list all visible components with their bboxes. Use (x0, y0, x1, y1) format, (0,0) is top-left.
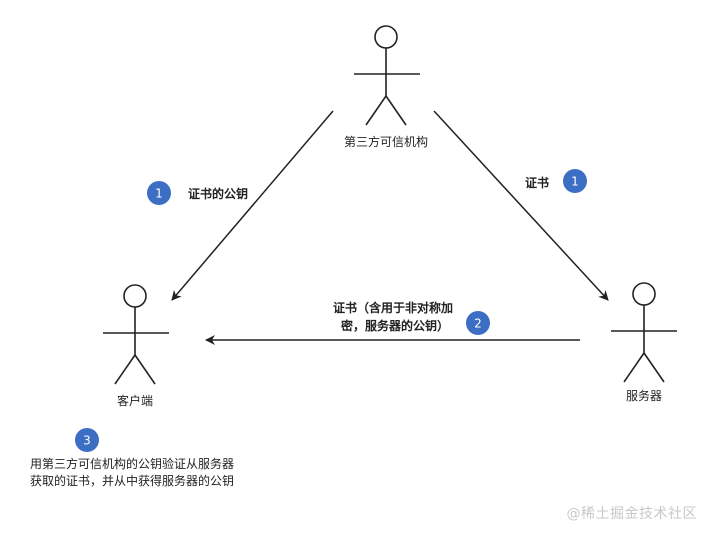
badge-ca-to-server: 1 (563, 169, 587, 193)
badge-server-to-client: 2 (466, 311, 490, 335)
actor-server (611, 282, 677, 383)
badge-number: 3 (83, 434, 91, 448)
badge-ca-to-client: 1 (147, 181, 171, 205)
actor-leg-left (365, 95, 387, 126)
note-line-1: 用第三方可信机构的公钥验证从服务器 (30, 456, 234, 471)
watermark: @稀土掘金技术社区 (566, 506, 697, 522)
actor-leg-right (385, 95, 407, 126)
actor-head (632, 282, 656, 306)
badge-number: 1 (155, 187, 163, 201)
actor-client (103, 284, 169, 385)
edge-label-server-to-client-line1: 证书（含用于非对称加 (333, 300, 453, 315)
actor-leg-left (623, 352, 645, 383)
arrow-ca-to-client (171, 110, 334, 301)
edge-label-server-to-client-line2: 密，服务器的公钥） (341, 318, 449, 333)
edge-label-ca-to-client: 证书的公钥 (188, 186, 248, 201)
arrow-ca-to-server (433, 110, 609, 301)
actor-label-third-party: 第三方可信机构 (344, 134, 428, 149)
actor-label-client: 客户端 (117, 393, 153, 408)
actor-label-server: 服务器 (626, 388, 662, 403)
badge-number: 2 (474, 317, 482, 331)
actor-head (374, 25, 398, 49)
note-line-2: 获取的证书，并从中获得服务器的公钥 (30, 473, 234, 488)
actor-third-party (354, 25, 420, 126)
edge-label-ca-to-server: 证书 (525, 175, 549, 190)
badge-number: 1 (571, 175, 579, 189)
badge-note: 3 (75, 428, 99, 452)
actor-leg-left (114, 354, 136, 385)
actor-leg-right (134, 354, 156, 385)
actor-head (123, 284, 147, 308)
actor-leg-right (643, 352, 665, 383)
